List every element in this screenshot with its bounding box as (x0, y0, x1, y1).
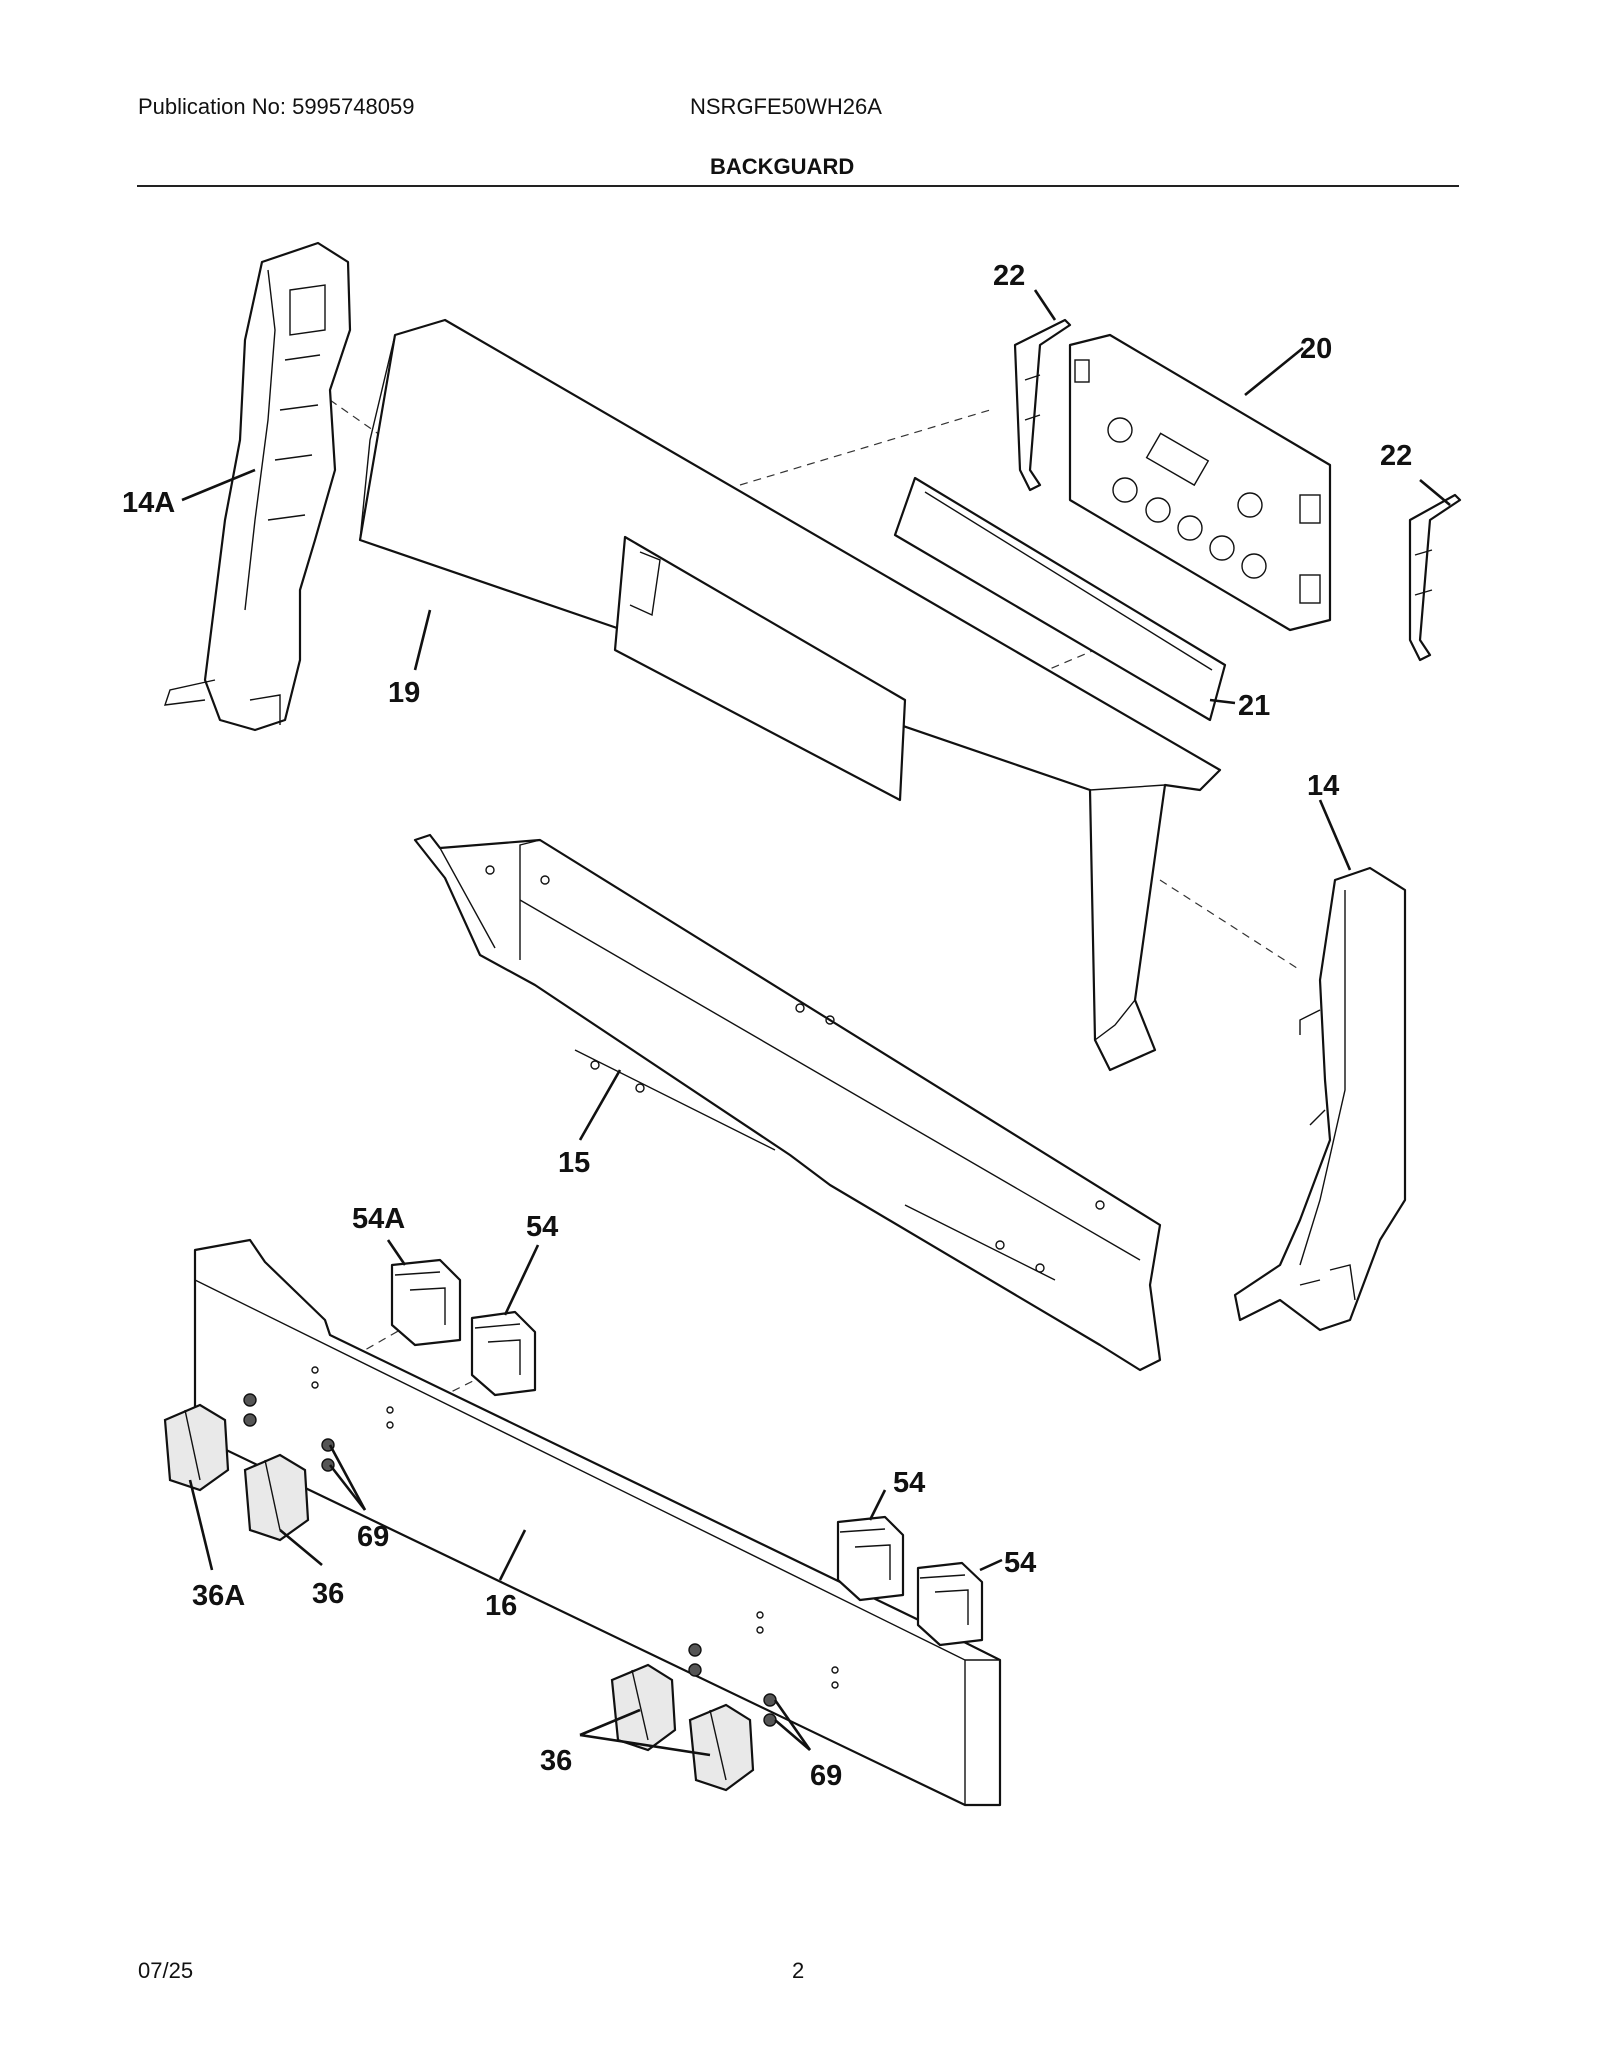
control-knob-36a (163, 1403, 230, 1492)
callout-20: 20 (1300, 333, 1332, 365)
mounting-clip-22-left (1013, 318, 1072, 492)
leader-lines (181, 289, 1451, 1757)
callout-15: 15 (558, 1147, 590, 1179)
callout-22-left: 22 (993, 260, 1025, 292)
callout-54-lower: 54 (1004, 1547, 1036, 1579)
infinite-switch-54-upper (470, 1310, 537, 1397)
callout-14a: 14A (122, 487, 175, 519)
infinite-switch-54-lower (916, 1561, 984, 1647)
callout-36-left: 36 (312, 1578, 344, 1610)
backguard-panel-19 (358, 318, 1222, 1072)
callout-14: 14 (1307, 770, 1339, 802)
footer-page-number: 2 (792, 1958, 805, 1983)
callout-69-lower: 69 (810, 1760, 842, 1792)
footer-date: 07/25 (138, 1958, 194, 1983)
callout-54-upper: 54 (526, 1211, 558, 1243)
callout-36-right: 36 (540, 1745, 572, 1777)
infinite-switch-54a (390, 1258, 462, 1347)
control-knob-36-right-upper (610, 1663, 677, 1752)
control-knob-36-right-lower (688, 1703, 755, 1792)
callout-22-right: 22 (1380, 440, 1412, 472)
callout-54-middle: 54 (893, 1467, 925, 1499)
control-channel-15 (413, 833, 1162, 1372)
infinite-switch-54-middle (836, 1515, 905, 1602)
callout-36a: 36A (192, 1580, 245, 1612)
publication-number: Publication No: 5995748059 (138, 94, 415, 119)
section-title: BACKGUARD (710, 154, 855, 179)
control-knob-36-left (243, 1453, 310, 1542)
side-bracket-14a (163, 241, 352, 732)
mounting-clip-22-right (1408, 493, 1462, 662)
side-bracket-14 (1233, 866, 1407, 1332)
callout-19: 19 (388, 677, 420, 709)
callout-16: 16 (485, 1590, 517, 1622)
callout-69-upper: 69 (357, 1521, 389, 1553)
header-rule (137, 185, 1459, 187)
callout-54a: 54A (352, 1203, 405, 1235)
model-number: NSRGFE50WH26A (690, 94, 882, 119)
control-board-20 (1068, 333, 1332, 632)
callout-21: 21 (1238, 690, 1270, 722)
lens-21 (893, 476, 1227, 722)
